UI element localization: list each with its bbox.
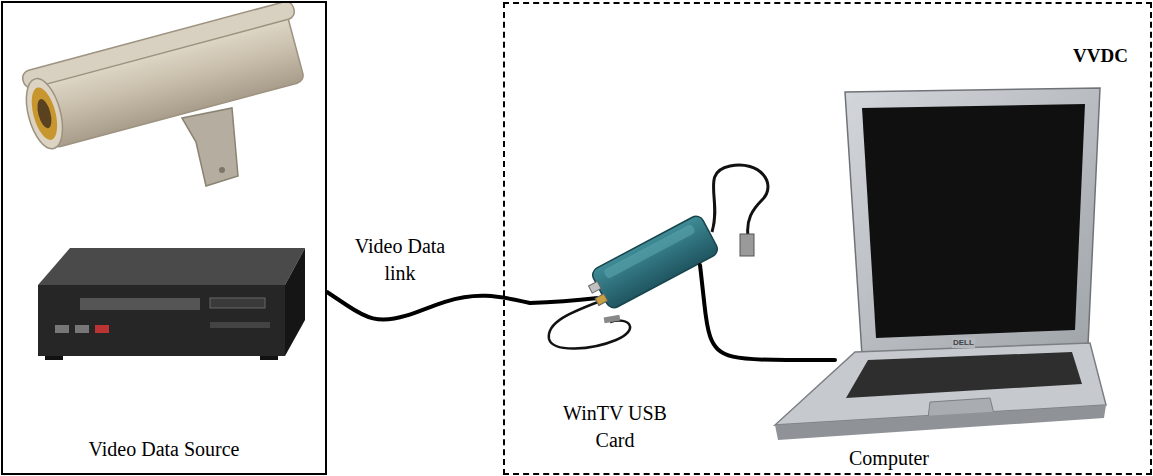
sun-shield: [21, 0, 296, 90]
vcr-illustration: [38, 248, 305, 360]
camera-illustration: [17, 0, 313, 186]
card-case: [590, 213, 720, 310]
video-plug-wire: [530, 298, 598, 303]
vcr-side: [285, 248, 305, 356]
audio-cable: [549, 302, 630, 349]
usb-cable: [712, 165, 768, 236]
usb-card-node: WinTV USB Card: [530, 250, 700, 460]
component-label: Computer: [849, 445, 929, 472]
usb-card-illustration: [530, 165, 768, 348]
lens-center: [35, 98, 54, 130]
component-label: WinTV USB Card: [558, 400, 673, 454]
laptop-keyboard: [846, 352, 1082, 398]
card-jack: [588, 281, 601, 293]
camera-housing: [17, 0, 313, 153]
audio-plug: [604, 315, 621, 324]
lens-rim: [20, 75, 70, 153]
tape-slot: [80, 298, 200, 310]
vcr-button: [95, 325, 109, 333]
laptop-front-edge: [775, 405, 1106, 440]
box-label: Video Data Source: [89, 436, 240, 463]
camera-bracket: [182, 108, 238, 186]
vcr-button: [75, 325, 89, 333]
vcr-foot: [45, 356, 63, 360]
source-box: Video Data Source: [1, 1, 327, 475]
usb-plug: [740, 234, 754, 256]
card-jack: [595, 294, 608, 306]
edge-label-holder: Video Data link: [345, 233, 455, 287]
laptop-illustration: [775, 88, 1106, 440]
laptop-lid: [845, 88, 1100, 355]
cable-connector: [700, 265, 835, 360]
system-boundary: VVDC WinTV USB CardComputer: [503, 2, 1152, 475]
brand-logo: DELL: [952, 338, 975, 348]
computer-node: Computer: [835, 85, 1110, 474]
laptop-screen: [862, 104, 1085, 338]
boundary-label: VVDC: [1073, 42, 1128, 69]
link-label: Video Data link: [345, 233, 455, 287]
bracket-screw: [219, 167, 225, 173]
vcr-button: [55, 325, 69, 333]
vcr-button-row: [210, 322, 270, 328]
lens: [27, 85, 62, 143]
vcr-top: [38, 248, 305, 285]
vcr-foot: [260, 356, 278, 360]
card-highlight: [603, 224, 696, 280]
vcr-display: [210, 298, 265, 308]
vcr-front: [38, 285, 285, 356]
label-holder: DELL: [952, 338, 975, 348]
cable-connector: [327, 292, 530, 319]
